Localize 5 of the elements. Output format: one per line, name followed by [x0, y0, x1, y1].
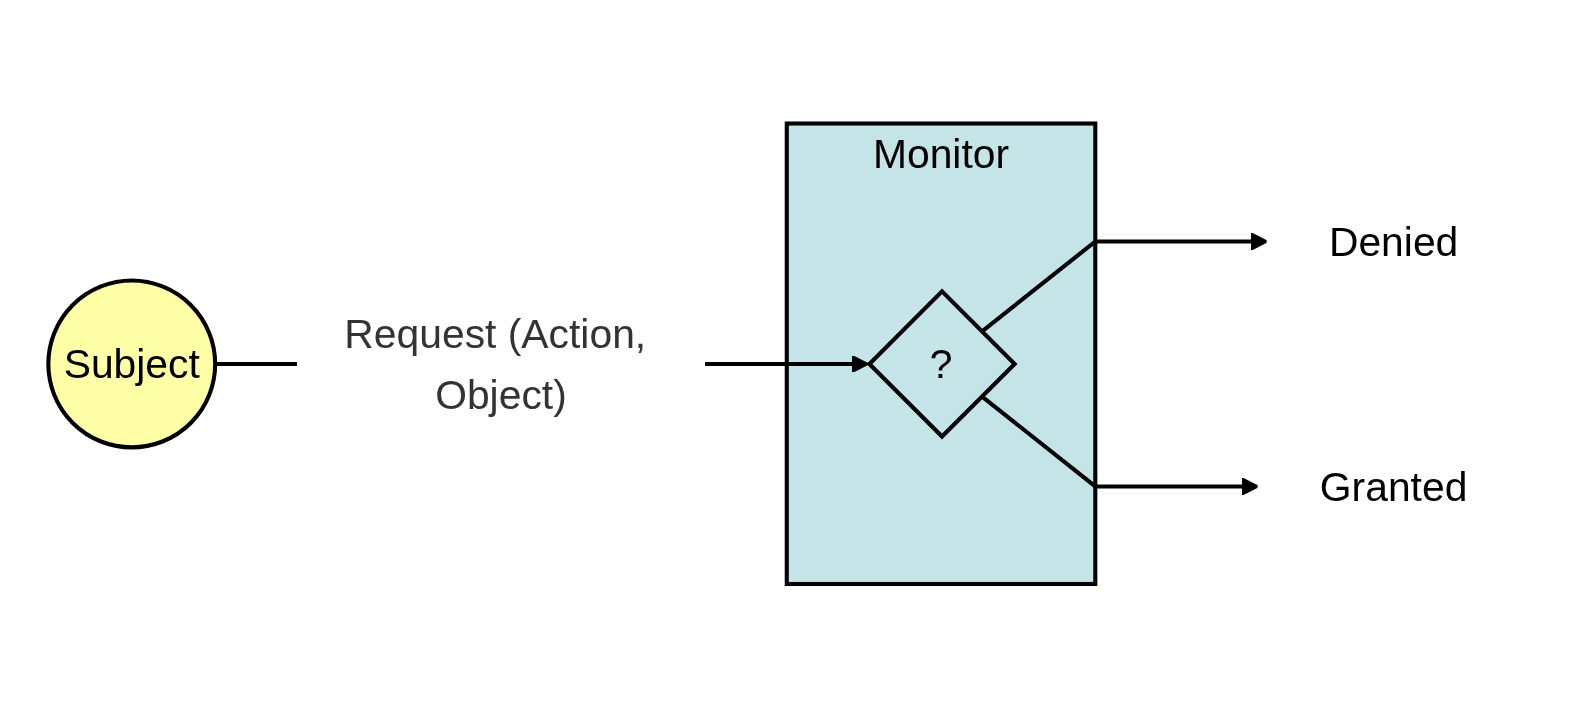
node-circle: Subject — [45, 278, 217, 450]
edge-label: Request (Action, Object) — [343, 311, 646, 418]
node-text: Denied — [1328, 219, 1458, 265]
node-text: Granted — [1319, 464, 1467, 510]
node-diamond: ? — [866, 288, 1018, 440]
